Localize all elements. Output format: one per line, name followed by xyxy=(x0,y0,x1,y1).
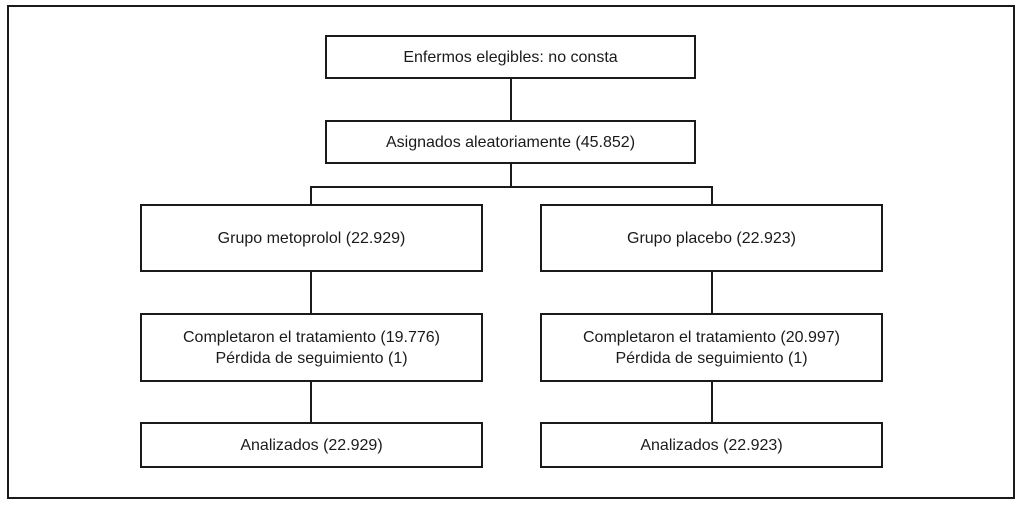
node-completed-placebo-line2: Pérdida de seguimiento (1) xyxy=(615,349,808,367)
node-group-placebo: Grupo placebo (22.923) xyxy=(540,204,883,272)
node-analyzed-metoprolol-label: Analizados (22.929) xyxy=(240,436,383,454)
connector-completed-to-analyzed-left xyxy=(310,382,312,422)
connector-branch-drop-metoprolol xyxy=(310,186,312,204)
node-analyzed-metoprolol: Analizados (22.929) xyxy=(140,422,483,468)
connector-branch-drop-placebo xyxy=(711,186,713,204)
connector-eligible-to-randomized xyxy=(510,79,512,120)
node-randomized: Asignados aleatoriamente (45.852) xyxy=(325,120,696,164)
node-completed-metoprolol-line1: Completaron el tratamiento (19.776) xyxy=(182,328,441,346)
connector-metoprolol-to-completed xyxy=(310,272,312,313)
node-eligible-patients-label: Enfermos elegibles: no consta xyxy=(403,48,618,66)
node-analyzed-placebo-label: Analizados (22.923) xyxy=(640,436,783,454)
node-completed-metoprolol: Completaron el tratamiento (19.776) Pérd… xyxy=(140,313,483,382)
connector-branch-horizontal xyxy=(310,186,713,188)
node-group-placebo-label: Grupo placebo (22.923) xyxy=(627,229,796,247)
connector-placebo-to-completed xyxy=(711,272,713,313)
connector-randomized-stem xyxy=(510,164,512,187)
node-completed-placebo-line1: Completaron el tratamiento (20.997) xyxy=(582,328,841,346)
connector-completed-to-analyzed-right xyxy=(711,382,713,422)
node-randomized-label: Asignados aleatoriamente (45.852) xyxy=(385,133,636,151)
node-analyzed-placebo: Analizados (22.923) xyxy=(540,422,883,468)
node-completed-metoprolol-line2: Pérdida de seguimiento (1) xyxy=(215,349,408,367)
node-eligible-patients: Enfermos elegibles: no consta xyxy=(325,35,696,79)
node-group-metoprolol-label: Grupo metoprolol (22.929) xyxy=(217,229,406,247)
node-group-metoprolol: Grupo metoprolol (22.929) xyxy=(140,204,483,272)
node-completed-placebo: Completaron el tratamiento (20.997) Pérd… xyxy=(540,313,883,382)
